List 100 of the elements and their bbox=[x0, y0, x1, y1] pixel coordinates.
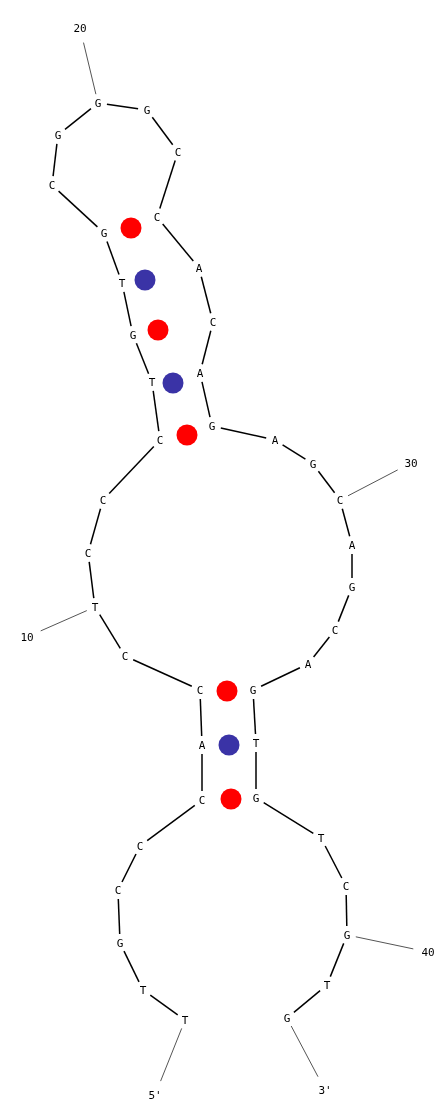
position-number: 10 bbox=[20, 631, 34, 643]
backbone-line bbox=[201, 329, 212, 366]
backbone-line bbox=[98, 613, 122, 650]
nucleotide-letter: C bbox=[121, 650, 129, 662]
backbone-line bbox=[329, 942, 345, 978]
backbone-line bbox=[337, 594, 350, 623]
backbone-line bbox=[345, 894, 348, 927]
nucleotide-letter: G bbox=[129, 329, 137, 341]
backbone-line bbox=[252, 698, 257, 735]
nucleotide-letter: G bbox=[94, 97, 102, 109]
backbone-line bbox=[135, 342, 150, 375]
backbone-line bbox=[151, 116, 174, 146]
base-pair-dot bbox=[218, 734, 240, 756]
backbone-line bbox=[149, 994, 179, 1016]
leader-line bbox=[160, 1027, 183, 1082]
nucleotide-letter: T bbox=[323, 979, 331, 991]
nucleotide-letter: G bbox=[208, 420, 216, 432]
nucleotide-letter: G bbox=[116, 937, 124, 949]
nucleotide-letter: G bbox=[343, 929, 351, 941]
backbone-line bbox=[262, 801, 315, 835]
backbone-line bbox=[201, 753, 203, 792]
nucleotide-letter: C bbox=[198, 794, 206, 806]
leader-line bbox=[355, 936, 414, 950]
nucleotide-letter: C bbox=[156, 434, 164, 446]
nucleotide-letter: G bbox=[54, 129, 62, 141]
base-pair-dot bbox=[162, 372, 184, 394]
nucleotide-letter: C bbox=[331, 624, 339, 636]
nucleotide-letter: T bbox=[181, 1014, 189, 1026]
nucleotide-letter: G bbox=[143, 104, 151, 116]
nucleotide-letter: G bbox=[252, 792, 260, 804]
backbone-line bbox=[200, 275, 212, 315]
backbone-line bbox=[351, 553, 353, 579]
backbone-line bbox=[255, 751, 257, 790]
backbone-line bbox=[260, 667, 301, 687]
nucleotide-letter: A bbox=[195, 262, 203, 274]
position-number: 20 bbox=[73, 22, 87, 34]
nucleotide-letter: C bbox=[99, 494, 107, 506]
backbone-line bbox=[108, 445, 155, 495]
nucleotide-letter: C bbox=[136, 840, 144, 852]
nucleotide-letter: C bbox=[209, 316, 217, 328]
nucleotide-letter: C bbox=[153, 211, 161, 223]
leader-line bbox=[83, 42, 97, 95]
nucleotide-letter: A bbox=[196, 367, 204, 379]
leader-line bbox=[40, 610, 88, 632]
base-pair-dot bbox=[134, 269, 156, 291]
nucleotide-letter: G bbox=[249, 684, 257, 696]
nucleotide-letter: C bbox=[342, 880, 350, 892]
nucleotide-letter: C bbox=[84, 547, 92, 559]
nucleotide-letter: T bbox=[91, 601, 99, 613]
base-pair-dot bbox=[147, 319, 169, 341]
base-pair-dot bbox=[176, 424, 198, 446]
nucleotide-letter: G bbox=[348, 581, 356, 593]
backbone-line bbox=[159, 159, 176, 210]
nucleotide-letter: T bbox=[252, 737, 260, 749]
backbone-line bbox=[106, 103, 139, 110]
nucleotide-letter: T bbox=[139, 984, 147, 996]
backbone-line bbox=[281, 444, 307, 460]
nucleotide-letter: T bbox=[148, 376, 156, 388]
nucleotide-letter: G bbox=[100, 227, 108, 239]
nucleotide-letter: C bbox=[336, 494, 344, 506]
leader-line bbox=[347, 469, 399, 497]
backbone-line bbox=[132, 658, 193, 688]
backbone-line bbox=[64, 107, 92, 131]
backbone-line bbox=[324, 845, 343, 879]
backbone-line bbox=[52, 143, 58, 177]
nucleotide-letter: C bbox=[196, 684, 204, 696]
nucleotide-letter: A bbox=[304, 658, 312, 670]
base-pair-dot bbox=[216, 680, 238, 702]
nucleotide-letter: C bbox=[174, 146, 182, 158]
backbone-line bbox=[220, 427, 267, 439]
base-pair-dot bbox=[120, 217, 142, 239]
backbone-line bbox=[317, 470, 336, 494]
backbone-line bbox=[89, 507, 102, 546]
nucleotide-letter: G bbox=[283, 1012, 291, 1024]
nucleotide-letter: G bbox=[309, 458, 317, 470]
backbone-line bbox=[161, 223, 195, 262]
backbone-line bbox=[293, 989, 321, 1014]
backbone-line bbox=[146, 804, 196, 842]
backbone-line bbox=[106, 240, 120, 276]
backbone-line bbox=[57, 190, 99, 228]
backbone-line bbox=[123, 291, 132, 327]
nucleotide-letter: T bbox=[118, 277, 126, 289]
nucleotide-letter: T bbox=[317, 832, 325, 844]
nucleotide-letter: A bbox=[198, 739, 206, 751]
position-number: 40 bbox=[421, 946, 435, 958]
backbone-line bbox=[88, 561, 95, 599]
backbone-line bbox=[312, 636, 331, 658]
leader-line bbox=[290, 1025, 319, 1078]
backbone-line bbox=[199, 698, 203, 737]
backbone-line bbox=[341, 507, 351, 538]
nucleotide-letter: A bbox=[348, 539, 356, 551]
nucleotide-letter: A bbox=[271, 434, 279, 446]
base-pair-dot bbox=[220, 788, 242, 810]
backbone-line bbox=[152, 390, 160, 432]
position-number: 3' bbox=[318, 1084, 332, 1096]
backbone-line bbox=[117, 898, 121, 935]
backbone-line bbox=[201, 381, 211, 418]
position-number: 5' bbox=[148, 1089, 162, 1101]
position-number: 30 bbox=[404, 457, 418, 469]
nucleotide-letter: C bbox=[48, 179, 56, 191]
